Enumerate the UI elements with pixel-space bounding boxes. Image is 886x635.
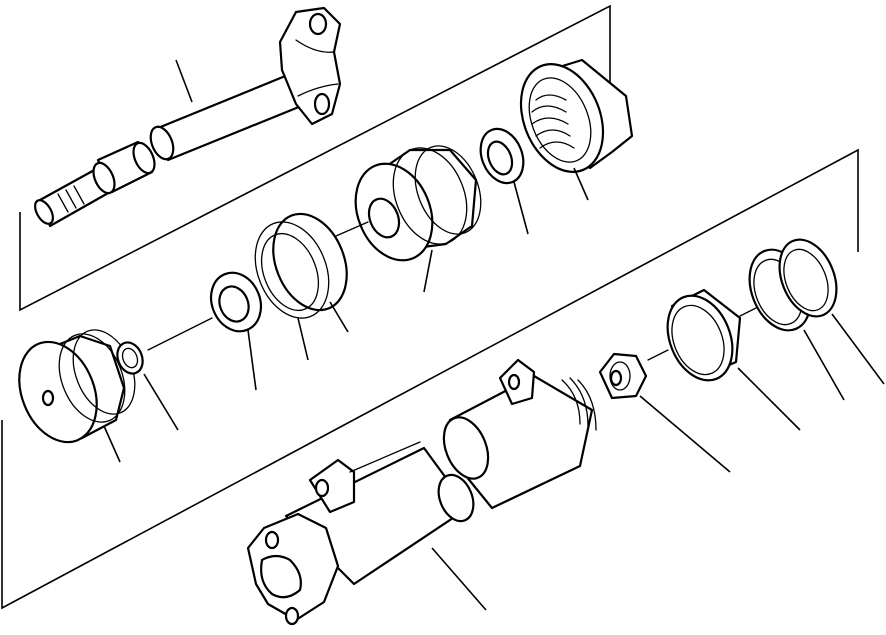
leader-o-ring <box>143 373 179 431</box>
end-cap-sleeve <box>442 358 597 510</box>
lock-nut <box>598 352 648 400</box>
head-bushing <box>479 127 525 185</box>
leader-piston-seal-2 <box>297 317 309 361</box>
leader-piston <box>423 249 433 293</box>
axis-line-right-2 <box>739 307 757 317</box>
leader-lock-nut <box>639 395 731 473</box>
leader-piston-seal <box>329 301 349 333</box>
axis-line-upper <box>335 221 369 237</box>
leader-head-bushing <box>513 181 529 235</box>
upper-group-frame <box>19 4 611 312</box>
piston-rod <box>149 6 342 162</box>
dust-seal <box>778 238 838 318</box>
leader-spacer-collar <box>247 329 257 391</box>
piston-seal-ring <box>254 212 348 319</box>
leader-backup-ring <box>737 367 801 431</box>
lower-group-frame <box>1 148 859 610</box>
o-ring <box>116 341 144 375</box>
piston <box>354 145 482 262</box>
axis-line-mid <box>147 317 213 351</box>
leader-rod-seal-gland <box>103 425 121 463</box>
backup-ring <box>666 288 742 382</box>
leader-retaining-ring <box>803 329 845 401</box>
leader-head-cap <box>573 167 589 201</box>
rod-end <box>34 140 156 228</box>
leader-piston-rod <box>175 59 193 103</box>
leader-dust-seal <box>831 313 885 385</box>
axis-line-lower <box>349 441 421 473</box>
tube-body <box>246 446 475 626</box>
spacer-collar <box>209 271 263 333</box>
axis-line-right <box>647 349 669 361</box>
leader-tube-body <box>431 547 487 611</box>
rod-seal-gland <box>18 329 136 444</box>
cylinder-head-cap <box>519 58 634 173</box>
